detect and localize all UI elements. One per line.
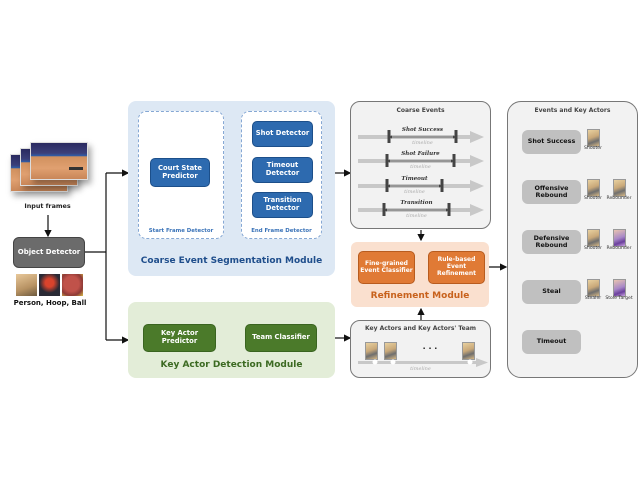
refinement-module-title: Refinement Module (370, 290, 470, 301)
shot-detector-box: Shot Detector (252, 121, 313, 147)
event-start-marker (387, 130, 391, 143)
events-and-key-actors-title: Events and Key Actors (534, 106, 611, 114)
coarse-events-title: Coarse Events (396, 106, 445, 114)
actor-thumbnail (613, 279, 626, 297)
timeline-arrow (358, 154, 484, 167)
court-state-predictor-box: Court State Predictor (150, 158, 210, 187)
rule-based-event-refinement-box: Rule-based Event Refinement (428, 251, 485, 284)
output-event-box: Steal (522, 280, 581, 304)
timeline-arrow (358, 203, 484, 216)
output-event-box: Shot Success (522, 130, 581, 154)
input-frame (30, 142, 88, 180)
coarse-event-row: Shot Success timeline (358, 126, 484, 147)
output-event-box: Timeout (522, 330, 581, 354)
team-classifier-box: Team Classifier (245, 324, 317, 352)
event-start-marker (385, 154, 389, 167)
start-frame-detector-label: Start Frame Detector (148, 227, 214, 234)
end-frame-detector-label: End Frame Detector (251, 227, 312, 234)
timeline-label: timeline (412, 140, 433, 147)
actor-role-label: Stealer (584, 296, 602, 301)
timeline-arrow (358, 179, 484, 192)
actor-thumbnail (587, 129, 600, 147)
coarse-event-row: Timeout timeline (358, 175, 484, 196)
event-end-marker (452, 154, 456, 167)
input-frames-stack (10, 142, 95, 197)
ball-thumbnail (62, 274, 83, 296)
coarse-module-title: Coarse Event Segmentation Module (140, 255, 323, 266)
fine-grained-event-classifier-box: Fine-grained Event Classifier (358, 251, 415, 284)
key-actor-module-title: Key Actor Detection Module (160, 359, 303, 370)
coarse-event-row: Transition timeline (358, 199, 484, 220)
key-actor-predictor-box: Key Actor Predictor (143, 324, 216, 352)
output-event-box: Defensive Rebound (522, 230, 581, 254)
hoop-thumbnail (39, 274, 60, 296)
actor-thumbnail (613, 179, 626, 197)
timeline-label: timeline (410, 164, 431, 171)
transition-detector-box: Transition Detector (252, 192, 313, 218)
event-start-marker (382, 203, 386, 216)
key-actor-thumbnail (462, 342, 475, 360)
coarse-event-label: Transition (400, 199, 433, 206)
person-thumbnail (16, 274, 37, 296)
coarse-event-label: Shot Success (401, 126, 444, 133)
timeout-detector-box: Timeout Detector (252, 157, 313, 183)
actor-role-label: Shooter (584, 146, 602, 151)
actor-thumbnail (587, 229, 600, 247)
actor-thumbnail (613, 229, 626, 247)
actor-role-label: Shooter (584, 196, 602, 201)
actor-role-label: Rebounder (606, 196, 632, 201)
event-end-marker (440, 179, 444, 192)
ellipsis: · · · (422, 344, 438, 354)
actor-role-label: Rebounder (606, 246, 632, 251)
output-event-box: Offensive Rebound (522, 180, 581, 204)
key-actor-thumbnail (384, 342, 397, 360)
key-actors-timeline-arrow (358, 358, 488, 367)
detection-thumbnails (16, 274, 84, 296)
key-actor-thumbnail (365, 342, 378, 360)
actor-thumbnail (587, 179, 600, 197)
coarse-event-row: Shot Failure timeline (358, 150, 484, 171)
input-frames-label: Input frames (24, 202, 71, 211)
key-actors-panel-title: Key Actors and Key Actors' Team (364, 324, 477, 332)
object-detector-box: Object Detector (13, 237, 85, 268)
actor-role-label: Stole Target (605, 296, 633, 301)
event-start-marker (385, 179, 389, 192)
event-end-marker (454, 130, 458, 143)
detections-label: Person, Hoop, Ball (13, 299, 87, 308)
timeline-label: timeline (406, 213, 427, 220)
actor-role-label: Shooter (584, 246, 602, 251)
event-end-marker (447, 203, 451, 216)
key-actors-timeline-label: timeline (410, 366, 431, 373)
coarse-events-panel (350, 101, 491, 229)
actor-thumbnail (587, 279, 600, 297)
timeline-arrow (358, 130, 484, 143)
coarse-event-label: Shot Failure (401, 150, 440, 157)
timeline-label: timeline (404, 189, 425, 196)
coarse-event-label: Timeout (401, 175, 428, 182)
